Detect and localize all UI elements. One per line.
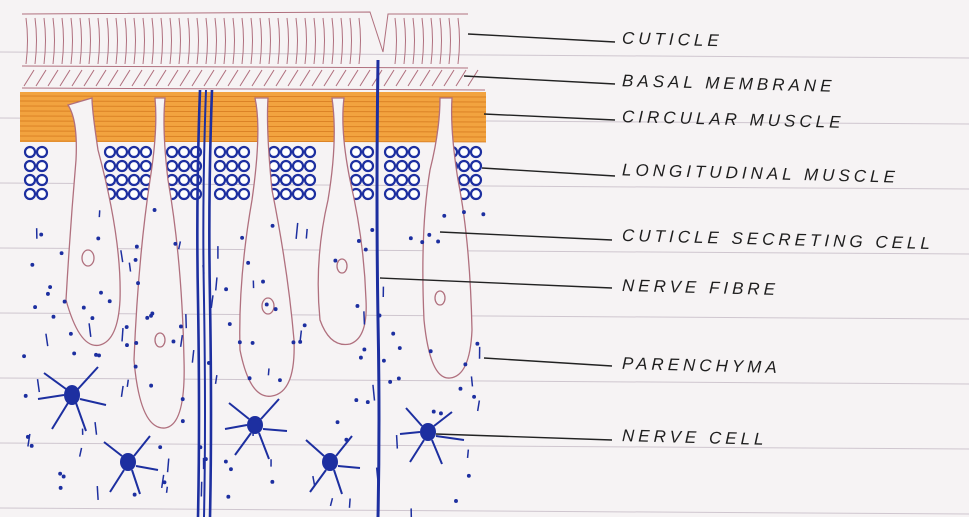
label-parenchyma: PARENCHYMA [622,354,781,378]
nerve-fibre [377,60,379,517]
label-nerve-fibre: NERVE FIBRE [622,276,780,300]
basal-membrane-layer [22,70,485,90]
nerve-cells [38,367,464,494]
label-nerve-cell: NERVE CELL [622,426,768,450]
cuticle-layer [22,12,468,68]
label-cuticle: CUTICLE [622,29,723,52]
